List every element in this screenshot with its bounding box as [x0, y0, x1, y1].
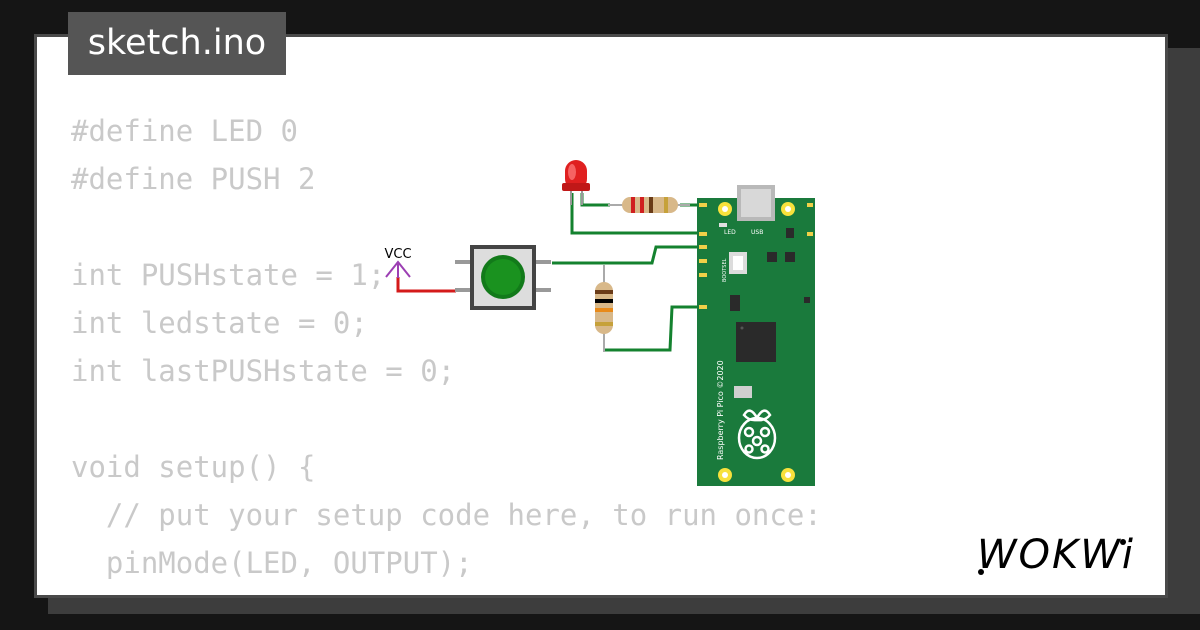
board-bootsel-label: BOOTSEL — [722, 258, 728, 282]
wokwi-logo-text: WOKWi — [977, 532, 1135, 578]
code-line: int PUSHstate = 1; — [71, 258, 386, 292]
resistor-pulldown[interactable] — [595, 265, 613, 352]
code-line: pinMode(LED, OUTPUT); — [71, 546, 473, 580]
raspberry-logo-icon — [737, 409, 777, 460]
wire-pulldown-to-board — [604, 305, 700, 352]
board-name-label: Raspberry Pi Pico ©2020 — [716, 360, 725, 460]
pico-board[interactable]: LED USB BOOTSEL Raspberry Pi Pico ©2020 — [697, 185, 815, 486]
wire-vcc-to-button — [396, 277, 456, 293]
resistor-led[interactable] — [608, 197, 690, 213]
vcc-label: VCC — [384, 247, 411, 262]
code-line: int lastPUSHstate = 0; — [71, 354, 456, 388]
board-led-label: LED — [724, 229, 736, 236]
code-line: void setup() { — [71, 450, 316, 484]
wire-led-to-board — [570, 193, 700, 235]
red-led[interactable] — [562, 160, 590, 205]
wire-led-to-resistor — [580, 193, 610, 207]
file-tab[interactable]: sketch.ino — [68, 12, 286, 75]
board-pins — [699, 203, 813, 309]
wires — [396, 193, 700, 352]
wire-button-to-board — [552, 245, 700, 265]
code-line: #define LED 0 — [71, 114, 298, 148]
wokwi-logo-icon: WOKWi — [977, 532, 1135, 578]
circuit-diagram: VCC LED USB BOOTSEL — [384, 160, 815, 486]
code-line: int ledstate = 0; — [71, 306, 368, 340]
code-line: // put your setup code here, to run once… — [71, 498, 822, 532]
board-usb-label: USB — [751, 229, 763, 236]
vcc-symbol: VCC — [384, 247, 412, 278]
push-button[interactable] — [455, 245, 551, 310]
code-line: #define PUSH 2 — [71, 162, 316, 196]
code-editor: #define LED 0 #define PUSH 2 int PUSHsta… — [71, 107, 822, 595]
code-line: pinMode(PUSH, INPUT); — [71, 587, 822, 595]
